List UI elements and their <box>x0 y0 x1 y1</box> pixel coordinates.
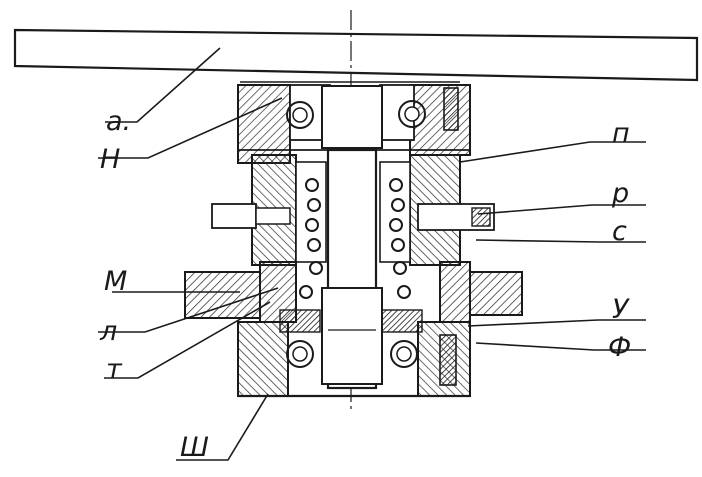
label-a: а. <box>106 106 131 137</box>
left-pin <box>211 203 291 229</box>
label-s: с <box>612 216 627 247</box>
lower-bearing <box>286 340 418 368</box>
label-l: л <box>99 316 117 347</box>
upper-bearing <box>286 100 426 129</box>
label-sh: Ш <box>180 432 209 463</box>
label-f: Ф <box>608 332 631 363</box>
label-t: т <box>106 354 123 385</box>
bottom-screw <box>439 334 457 386</box>
main-shaft <box>321 85 383 390</box>
spring-right <box>389 178 411 299</box>
label-p: п <box>612 118 630 149</box>
top-screw <box>443 87 459 131</box>
right-pin <box>417 203 495 231</box>
label-r: р <box>611 178 629 209</box>
callout-labels: а. Н п р с М л т У Ф Ш <box>99 106 631 463</box>
label-u: У <box>612 294 630 325</box>
spring-left <box>299 178 323 299</box>
leader-lines <box>98 47 646 461</box>
label-n: Н <box>100 144 120 175</box>
top-plate <box>13 28 699 83</box>
label-m: М <box>104 266 127 297</box>
lower-flange <box>184 261 523 323</box>
